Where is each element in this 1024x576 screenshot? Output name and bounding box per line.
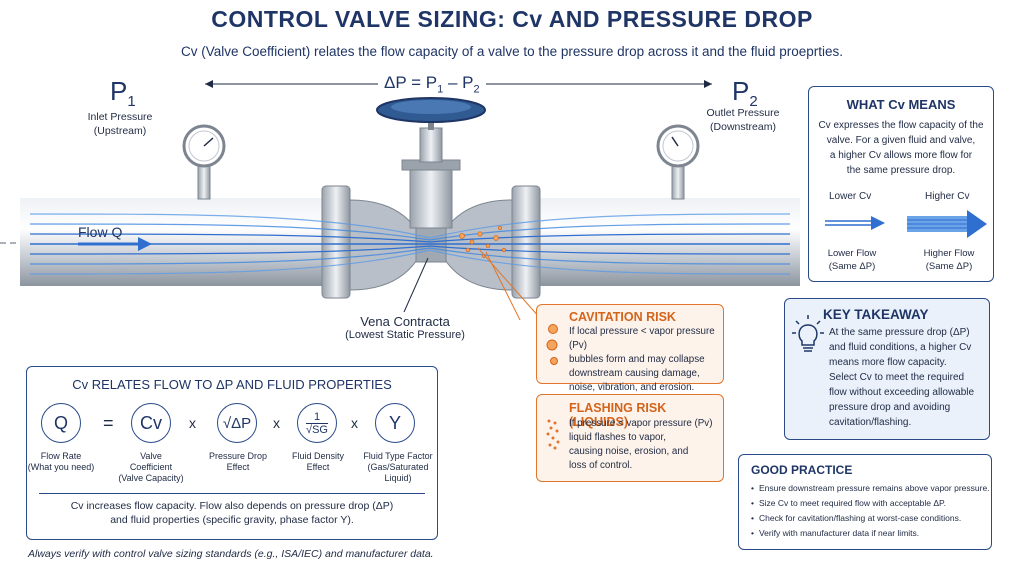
list-item: Ensure downstream pressure remains above… [751, 481, 990, 496]
higher-cv-label: Higher Cv [925, 191, 970, 202]
multiply-sign: x [351, 415, 358, 431]
q-caption: Flow Rate(What you need) [27, 451, 95, 472]
outlet-flange [511, 185, 541, 299]
what-cv-panel: WHAT Cv MEANS Cv expresses the flow capa… [808, 86, 994, 282]
cv-circle: Cv [131, 403, 171, 443]
p1-description: Inlet Pressure(Upstream) [87, 111, 153, 137]
what-cv-body: Cv expresses the flow capacity of the va… [818, 120, 984, 176]
vena-contracta-label: Vena Contracta (Lowest Static Pressure) [345, 314, 465, 341]
sg-circle: 1 √SG [297, 403, 337, 443]
lower-cv-label: Lower Cv [829, 191, 872, 202]
p2-description: Outlet Pressure(Downstream) [706, 107, 780, 133]
cavitation-leader [477, 247, 541, 319]
inlet-pipe [20, 198, 340, 286]
flashing-leader [485, 251, 521, 320]
flash-dots-icon [546, 419, 560, 450]
page-subtitle: Cv (Valve Coefficient) relates the flow … [180, 44, 844, 59]
list-item: Verify with manufacturer data if near li… [751, 526, 990, 541]
list-item: Size Cv to meet required flow with accep… [751, 496, 990, 511]
lower-flow-caption: Lower Flow(Same ΔP) [827, 248, 877, 272]
cavitation-panel: CAVITATION RISK If local pressure < vapo… [536, 304, 724, 393]
inlet-gauge [182, 124, 226, 200]
lower-cv-arrow-icon [825, 216, 885, 230]
valve-diagram [0, 80, 800, 320]
takeaway-body: At the same pressure drop (ΔP) and fluid… [829, 327, 975, 428]
list-item: Check for cavitation/flashing at worst-c… [751, 511, 990, 526]
flashing-title: FLASHING RISK (LIQUIDS) [569, 401, 667, 429]
higher-flow-caption: Higher Flow(Same ΔP) [923, 248, 975, 272]
equation-note: Cv increases flow capacity. Flow also de… [70, 500, 394, 526]
multiply-sign: x [273, 415, 280, 431]
equals-sign: = [103, 413, 114, 433]
equation-panel: Cv RELATES FLOW TO ΔP AND FLUID PROPERTI… [26, 366, 438, 540]
dp-arrow-right [704, 80, 712, 88]
y-circle: Y [375, 403, 415, 443]
multiply-sign: x [189, 415, 196, 431]
key-takeaway-panel: KEY TAKEAWAY At the same pressure drop (… [784, 298, 990, 440]
bubbles-icon [546, 324, 558, 365]
bubbles [459, 225, 506, 258]
footer-note: Always verify with control valve sizing … [28, 548, 434, 560]
vena-leader [403, 257, 429, 313]
inlet-flange [321, 185, 351, 299]
good-practice-panel: GOOD PRACTICE Ensure downstream pressure… [738, 454, 992, 550]
cavitation-title: CAVITATION RISK [569, 310, 676, 324]
flashing-panel: FLASHING RISK (LIQUIDS) If pressure < va… [536, 394, 724, 482]
outlet-gauge [656, 124, 700, 200]
cavitation-body: If local pressure < vapor pressure (Pv) … [569, 326, 715, 393]
what-cv-title: WHAT Cv MEANS [846, 97, 956, 112]
flashing-body: If pressure < vapor pressure (Pv) liquid… [569, 418, 713, 471]
delta-p-label: ΔP = P1 – P2 [378, 73, 486, 96]
q-circle: Q [41, 403, 81, 443]
p1-label: P1 [110, 76, 136, 111]
p2-label: P2 [732, 76, 758, 111]
valve-bonnet [409, 165, 453, 229]
takeaway-title: KEY TAKEAWAY [823, 307, 929, 322]
flow-label: Flow Q [78, 224, 123, 240]
outlet-pipe [520, 198, 800, 286]
lightbulb-icon [792, 315, 824, 352]
equation-title: Cv RELATES FLOW TO ΔP AND FLUID PROPERTI… [72, 377, 392, 392]
higher-cv-arrow-icon [907, 210, 987, 238]
equation-divider [39, 493, 425, 494]
good-practice-list: Ensure downstream pressure remains above… [751, 481, 990, 541]
dp-arrow-left [205, 80, 213, 88]
dp-circle: √ΔP [217, 403, 257, 443]
page-title: CONTROL VALVE SIZING: Cv AND PRESSURE DR… [211, 6, 813, 32]
good-practice-title: GOOD PRACTICE [751, 463, 853, 477]
